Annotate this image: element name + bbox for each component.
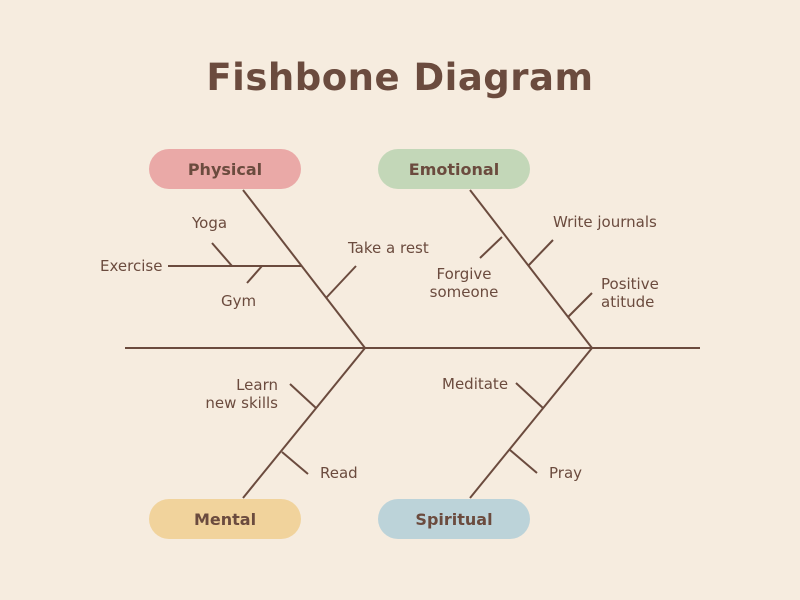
cause-learn-new-skills: Learn new skills: [204, 376, 278, 412]
yoga-bone: [211, 242, 233, 267]
pray-bone: [509, 449, 538, 474]
category-spiritual: Spiritual: [378, 499, 530, 539]
cause-positive-attitude: Positive atitude: [601, 275, 659, 311]
spiritual-bone: [469, 347, 593, 499]
learn-line-2: new skills: [205, 394, 278, 412]
emotional-bone: [469, 189, 593, 349]
positive-attitude-bone: [567, 292, 593, 318]
cause-exercise: Exercise: [100, 257, 163, 275]
diagram-title: Fishbone Diagram: [206, 56, 594, 99]
cause-meditate: Meditate: [442, 375, 509, 393]
read-bone: [281, 451, 309, 475]
cause-forgive-someone: Forgive someone: [428, 265, 500, 301]
cause-pray: Pray: [549, 464, 583, 482]
learn-bone: [289, 383, 317, 409]
meditate-bone: [515, 382, 544, 409]
forgive-line-1: Forgive: [436, 265, 492, 283]
learn-line-1: Learn: [236, 376, 278, 394]
category-mental: Mental: [149, 499, 301, 539]
positive-line-2: atitude: [601, 293, 655, 311]
take-a-rest-bone: [325, 265, 357, 299]
cause-write-journals: Write journals: [553, 213, 657, 231]
category-emotional: Emotional: [378, 149, 530, 189]
cause-read: Read: [320, 464, 358, 482]
cause-yoga: Yoga: [192, 214, 228, 232]
cause-gym: Gym: [221, 292, 257, 310]
cause-take-a-rest: Take a rest: [348, 239, 429, 257]
physical-bone: [242, 189, 366, 349]
write-journals-bone: [527, 239, 554, 267]
positive-line-1: Positive: [601, 275, 659, 293]
forgive-line-2: someone: [429, 283, 499, 301]
gym-bone: [246, 265, 263, 284]
category-physical: Physical: [149, 149, 301, 189]
forgive-bone: [479, 236, 503, 259]
mental-bone: [242, 347, 366, 499]
